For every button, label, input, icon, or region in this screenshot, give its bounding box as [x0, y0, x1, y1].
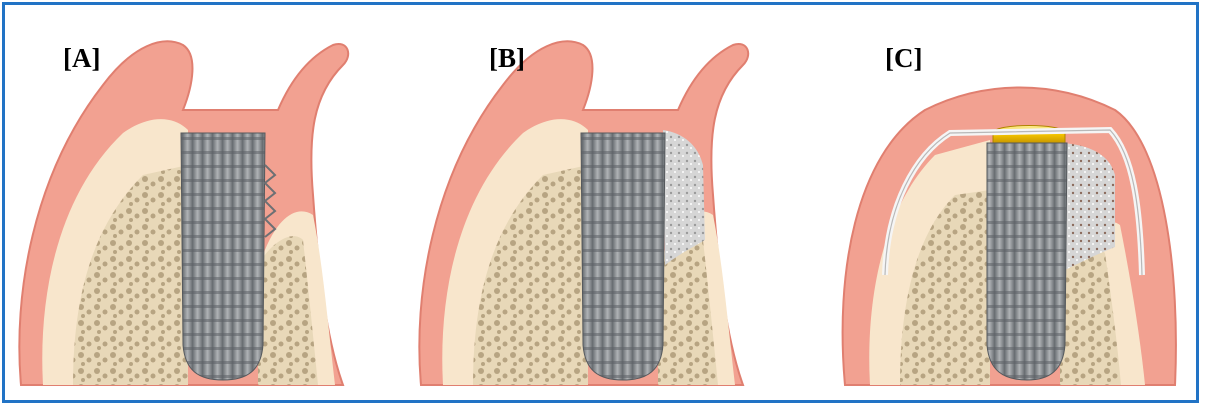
implant — [181, 133, 265, 380]
panel-a: [A] — [13, 15, 393, 400]
panel-c: [C] — [815, 15, 1195, 400]
figure-frame: [A] — [2, 2, 1199, 403]
panel-label-a: [A] — [63, 45, 100, 72]
panel-b-illustration — [413, 15, 793, 400]
panel-b: [B] — [413, 15, 793, 400]
implant — [987, 143, 1067, 380]
panel-c-illustration — [815, 15, 1195, 400]
implant — [581, 133, 665, 380]
panel-label-c: [C] — [885, 45, 922, 72]
panel-label-b: [B] — [489, 45, 525, 72]
